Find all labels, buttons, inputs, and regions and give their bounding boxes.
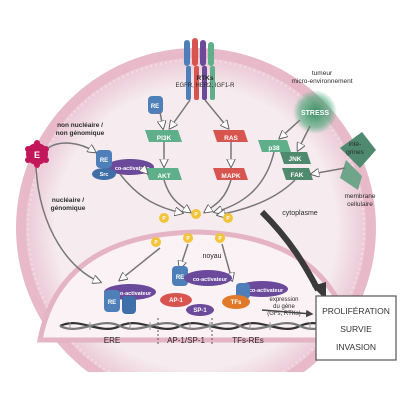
cytoplasmic-re-complex: co-activateur RE Src	[92, 150, 154, 180]
akt-kinase: AKT	[145, 168, 182, 180]
nuclear-arrows	[120, 243, 232, 280]
re-label-2: RE	[151, 104, 159, 110]
dna-helix	[59, 318, 361, 345]
pi3k-label: PI3K	[157, 135, 172, 142]
non-genomic-label: non génomique	[56, 130, 105, 137]
src-label: Src	[100, 172, 109, 178]
outcome-box: PROLIFÉRATION SURVIE INVASION	[315, 295, 397, 361]
phosphate-label: P	[218, 236, 222, 242]
jnk-kinase: JNK	[280, 152, 311, 164]
re-label-3: RE	[108, 300, 116, 306]
expression-arrow	[261, 309, 314, 318]
expression-label-2: du gène	[273, 304, 295, 310]
re-label-1: RE	[100, 158, 108, 164]
membrane-label: membrane	[344, 193, 375, 200]
estrogen-label: E	[34, 150, 40, 160]
coactivator-label-4: co-activateur	[249, 288, 284, 294]
phosphate-label: P	[194, 212, 198, 218]
integrins-label-2: grines	[346, 149, 364, 156]
nuclear-tfs-complex: co-activateur TFs	[222, 281, 288, 309]
tumor-env-label: tumeur	[312, 70, 333, 77]
phosphate-label: P	[226, 216, 230, 222]
p38-kinase: p38	[258, 140, 291, 152]
phosphate-label: P	[186, 236, 190, 242]
membrane-label-2: cellulaire	[347, 201, 373, 208]
rtks-label: RTKs	[197, 75, 214, 82]
nuclear-label: nucléaire /	[52, 197, 84, 204]
stress-cloud	[293, 90, 337, 134]
coactivator-label-2: co-activateur	[117, 291, 152, 297]
outcome-survival: SURVIE	[340, 324, 372, 334]
expression-label-3: (GFs, RTKs)	[267, 311, 301, 317]
nuclear-envelope	[36, 229, 356, 343]
outcome-arrow	[259, 209, 321, 292]
pi3k-kinase: PI3K	[145, 130, 182, 142]
nuclear-ere-complex: co-activateur RE	[104, 284, 156, 314]
outcome-proliferation: PROLIFÉRATION	[322, 306, 390, 316]
jnk-label: JNK	[288, 156, 301, 163]
ras-kinase: RAS	[213, 130, 248, 142]
cytoplasm-label: cytoplasme	[282, 210, 318, 217]
re-label-4: RE	[176, 275, 184, 281]
nucleus	[36, 229, 356, 343]
mapk-label: MAPK	[221, 173, 240, 180]
estrogen-molecule: E	[25, 140, 49, 168]
phosphate-row: P P P P P P	[151, 209, 233, 247]
rtk-receptors	[184, 38, 215, 100]
integrin-shape	[340, 132, 376, 190]
outcome-invasion: INVASION	[336, 342, 376, 352]
sp1-label: SP-1	[193, 308, 207, 314]
ras-label: RAS	[224, 135, 238, 142]
mapk-kinase: MAPK	[213, 168, 248, 180]
nuclear-ap1-complex: RE co-activateur AP-1 SP-1	[160, 266, 232, 316]
ere-label: ERE	[104, 336, 120, 345]
tfs-label: TFs	[231, 300, 242, 306]
fak-label: FAK	[291, 172, 304, 179]
coactivator-label-1: co-activateur	[115, 166, 150, 172]
expression-label: expression	[269, 297, 298, 303]
membrane-re: RE	[148, 96, 163, 114]
p38-label: p38	[268, 145, 280, 152]
estrogen-arrows	[35, 142, 100, 282]
tfs-res-label: TFs-REs	[232, 336, 264, 345]
rtks-list-label: EGFR, HER2, IGF1-R	[175, 83, 235, 89]
phosphate-label: P	[162, 216, 166, 222]
akt-label: AKT	[157, 173, 170, 180]
phosphate-label: P	[154, 240, 158, 246]
ap1-sp1-label: AP-1/SP-1	[167, 336, 205, 345]
tumor-env-label-2: micro-environnement	[291, 78, 352, 85]
nucleus-label: noyau	[202, 253, 221, 260]
fak-kinase: FAK	[282, 168, 313, 180]
stress-label: STRESS	[301, 110, 329, 117]
genomic-label: génomique	[51, 205, 86, 212]
ap1-label: AP-1	[169, 298, 183, 304]
non-nuclear-label: non nucléaire /	[57, 122, 103, 129]
integrins-label: inté-	[349, 141, 362, 148]
coactivator-label-3: co-activateur	[193, 277, 228, 283]
